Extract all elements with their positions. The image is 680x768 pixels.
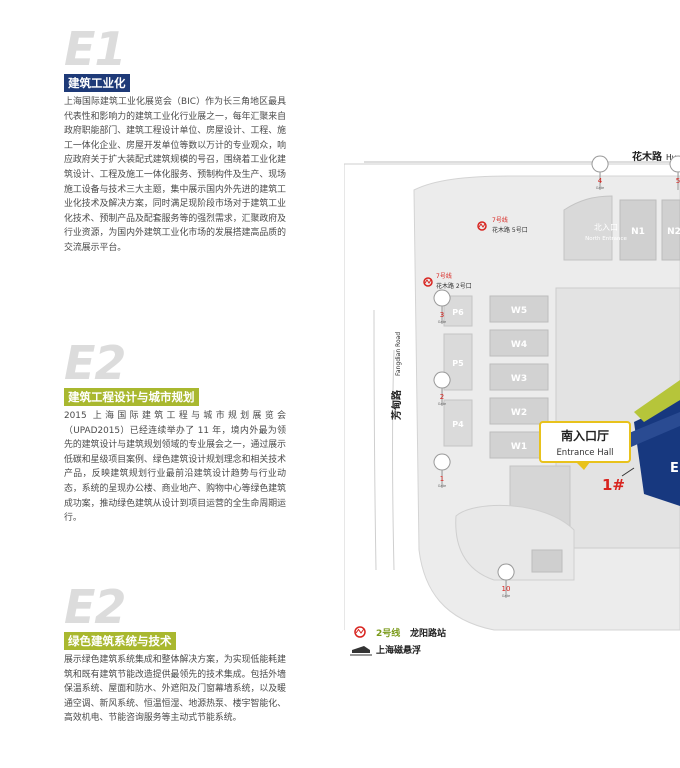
- metro-icon: [477, 221, 487, 231]
- hall-n1-label: N1: [631, 227, 645, 237]
- hall-n2-label: N2: [667, 227, 680, 237]
- section-e1: E1 建筑工业化 上海国际建筑工业化展览会（BIC）作为长三角地区最具代表性和影…: [64, 26, 286, 256]
- north-entrance-label-en: North Entrance: [585, 236, 627, 242]
- svg-text:Gate: Gate: [438, 320, 446, 324]
- hall-w1: [489, 431, 549, 459]
- section-code: E2: [64, 580, 126, 634]
- metro-station-b: 花木路 2号口: [436, 282, 472, 290]
- south-entrance-label-cn: 南入口厅: [561, 428, 609, 443]
- north-road-label-cn: 花木路: [632, 150, 663, 163]
- hall-w4-label: W4: [511, 340, 527, 350]
- maglev-icon: [350, 646, 372, 656]
- svg-text:Gate: Gate: [438, 402, 446, 406]
- west-road-label-cn: 芳甸路: [390, 389, 403, 420]
- svg-text:3: 3: [440, 311, 444, 319]
- svg-text:5: 5: [676, 177, 680, 185]
- hall-w3: [489, 363, 549, 391]
- hall-w5-label: W5: [511, 306, 527, 316]
- north-entrance-label-cn: 北入口: [594, 223, 618, 232]
- section-description: 上海国际建筑工业化展览会（BIC）作为长三角地区最具代表性和影响力的建筑工业化行…: [64, 97, 286, 253]
- north-entrance-block: [563, 195, 613, 261]
- parking-p4-label: P4: [452, 420, 464, 429]
- metro-line-b: 7号线: [436, 272, 452, 280]
- parking-p6-label: P6: [452, 308, 464, 317]
- section-title: 建筑工业化: [64, 74, 130, 92]
- section-description: 2015 上海国际建筑工程与城市规划展览会（UPAD2015）已经连续举办了 1…: [64, 411, 286, 524]
- section-title: 建筑工程设计与城市规划: [64, 388, 199, 406]
- gate-pin-1: 1 Gate: [433, 453, 451, 489]
- hall-w4: [489, 329, 549, 357]
- section-e2-design: E2 建筑工程设计与城市规划 2015 上海国际建筑工程与城市规划展览会（UPA…: [64, 340, 286, 526]
- hall-w3-label: W3: [511, 374, 527, 384]
- hall-e-label: E: [670, 461, 679, 476]
- hall-w1-label: W1: [511, 442, 527, 452]
- svg-text:Gate: Gate: [596, 186, 604, 190]
- hall-w2-label: W2: [511, 408, 527, 418]
- south-entrance-label-en: Entrance Hall: [556, 448, 613, 458]
- west-road: [373, 309, 377, 571]
- gate-pin-5: 5: [669, 155, 680, 191]
- metro-line-a: 7号线: [492, 216, 508, 224]
- hall-n2: [661, 199, 680, 261]
- legend-metro-station: 龙阳路站: [409, 627, 446, 639]
- svg-text:Gate: Gate: [502, 594, 510, 598]
- legend-maglev: 上海磁悬浮: [376, 644, 421, 656]
- venue-map: E 南入口厅 Entrance Hall 1# W5 W4 W3 W2 W1 P…: [344, 150, 680, 656]
- legend-metro: [354, 626, 366, 638]
- svg-text:1: 1: [440, 475, 444, 483]
- section-code: E2: [64, 336, 126, 390]
- gate-pin-2: 2 Gate: [433, 371, 451, 407]
- gate-pin-10: 10 Gate: [497, 563, 515, 599]
- svg-text:2: 2: [440, 393, 444, 401]
- hall-e-green-roof: [634, 380, 680, 422]
- metro-station-a: 花木路 5号口: [492, 226, 528, 234]
- legend-metro-line: 2号线: [376, 627, 400, 639]
- west-road-label-en: Fangdian Road: [395, 332, 402, 376]
- parking-p5-label: P5: [452, 359, 464, 368]
- hall-w5: [489, 295, 549, 323]
- gate-pin-4: 4 Gate: [591, 155, 609, 191]
- svg-text:Gate: Gate: [438, 484, 446, 488]
- gate-main-label: 1#: [602, 476, 625, 494]
- small-building: [531, 549, 563, 573]
- hall-n1: [619, 199, 657, 261]
- parking-p4: [443, 399, 473, 447]
- svg-text:4: 4: [598, 177, 603, 185]
- section-title: 绿色建筑系统与技术: [64, 632, 176, 650]
- north-road-label-en: Hu: [666, 153, 677, 162]
- gate-pin-3: 3 Gate: [433, 289, 451, 325]
- map-border: [344, 163, 680, 630]
- metro-icon: [423, 277, 433, 287]
- section-code: E1: [64, 22, 126, 76]
- section-description: 展示绿色建筑系统集成和整体解决方案，为实现低能耗建筑和既有建筑节能改造提供最领先…: [64, 655, 286, 724]
- svg-text:10: 10: [502, 585, 511, 593]
- hall-w2: [489, 397, 549, 425]
- section-e2-green: E2 绿色建筑系统与技术 展示绿色建筑系统集成和整体解决方案，为实现低能耗建筑和…: [64, 584, 286, 726]
